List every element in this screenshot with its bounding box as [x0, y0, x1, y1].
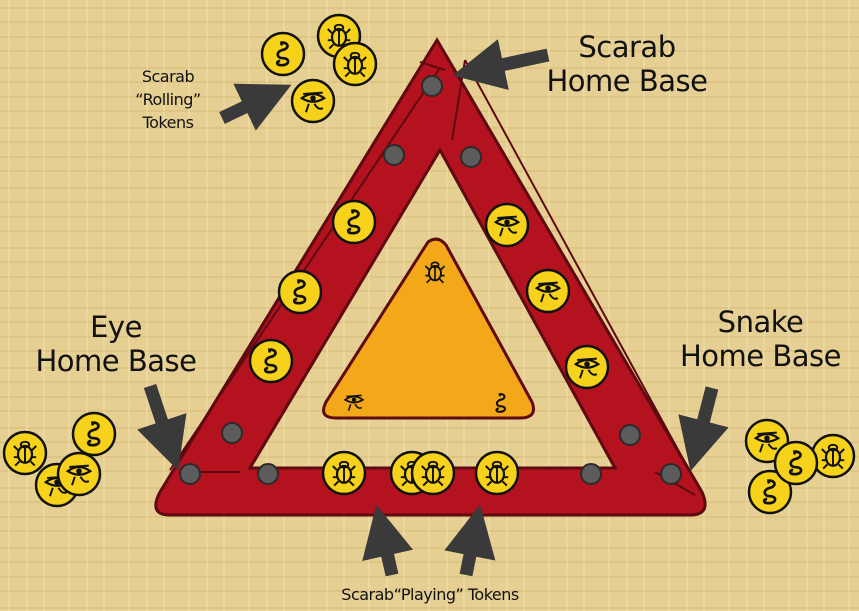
scarab-rolling-label: Scarab “Rolling” Tokens [118, 65, 218, 134]
token-disc [333, 201, 375, 243]
scarab-playing-label: Scarab“Playing” Tokens [310, 583, 550, 606]
token[interactable] [812, 435, 854, 477]
hole [620, 425, 640, 445]
label-line: Home Base [537, 64, 717, 98]
scarab-home-base-label: Scarab Home Base [537, 30, 717, 98]
eye-home-base-label: Eye Home Base [26, 310, 206, 378]
token[interactable] [262, 33, 304, 75]
snake-home-base-label: Snake Home Base [668, 305, 853, 373]
hole [180, 464, 200, 484]
token[interactable] [58, 453, 100, 495]
hole [384, 145, 404, 165]
hole [461, 147, 481, 167]
label-line: Home Base [668, 339, 853, 373]
token[interactable] [292, 80, 334, 122]
token[interactable] [566, 346, 608, 388]
label-line: Snake [668, 305, 853, 339]
token[interactable] [333, 201, 375, 243]
token[interactable] [412, 452, 454, 494]
label-line: Eye [26, 310, 206, 344]
token[interactable] [73, 413, 115, 455]
token[interactable] [4, 432, 46, 474]
token-disc [250, 340, 292, 382]
label-line: “Rolling” [118, 88, 218, 111]
hole [581, 464, 601, 484]
hole [258, 464, 278, 484]
label-line: Scarab [537, 30, 717, 64]
hole [661, 464, 681, 484]
arrow-playing-right [466, 530, 475, 575]
hole [422, 76, 442, 96]
token[interactable] [334, 43, 376, 85]
hole [222, 423, 242, 443]
token-disc [279, 271, 321, 313]
token[interactable] [279, 271, 321, 313]
token[interactable] [250, 340, 292, 382]
label-line: Home Base [26, 344, 206, 378]
token[interactable] [323, 452, 365, 494]
token-disc [262, 33, 304, 75]
label-line: Scarab [118, 65, 218, 88]
token-disc [73, 413, 115, 455]
token[interactable] [527, 270, 569, 312]
token[interactable] [476, 452, 518, 494]
label-line: Tokens [118, 111, 218, 134]
token[interactable] [775, 442, 817, 484]
token-disc [775, 442, 817, 484]
token[interactable] [486, 204, 528, 246]
